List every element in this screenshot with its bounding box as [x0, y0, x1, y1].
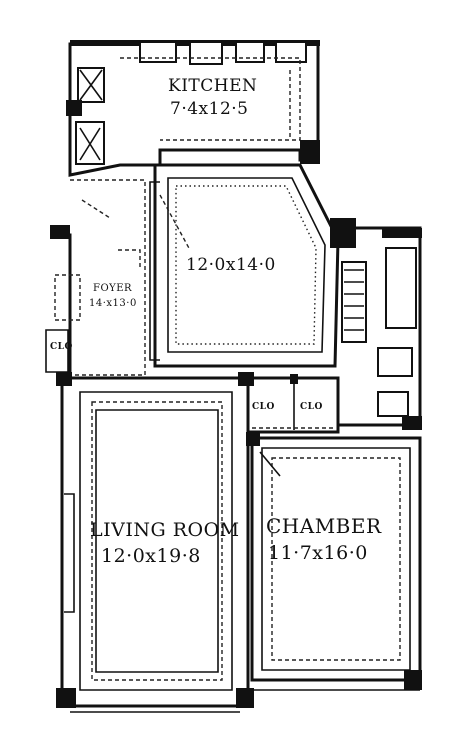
closet-label-right: CLO — [300, 402, 323, 412]
closets-area — [248, 374, 340, 434]
foyer-area — [45, 179, 146, 376]
kitchen-appliance-1 — [139, 41, 177, 63]
chamber-area — [246, 432, 422, 691]
living-room-area — [56, 372, 254, 713]
bath-basin — [377, 347, 413, 377]
living-room-label: LIVING ROOM — [90, 519, 240, 541]
bathroom-area — [338, 226, 422, 430]
chamber-label: CHAMBER — [266, 514, 382, 538]
kitchen-area — [66, 40, 320, 177]
bathtub — [385, 247, 417, 329]
closet-label-left: CLO — [50, 342, 73, 352]
bath-toilet — [377, 391, 409, 417]
bath-tile-panel — [341, 261, 367, 343]
living-room-dimensions: 12·0x19·8 — [101, 545, 201, 567]
foyer-label: FOYER — [93, 283, 133, 294]
chamber-dimensions: 11·7x16·0 — [268, 542, 368, 564]
kitchen-appliance-4 — [275, 41, 307, 63]
closet-label-middle: CLO — [252, 402, 275, 412]
dining-area — [149, 163, 356, 368]
foyer-dimensions: 14·x13·0 — [89, 298, 137, 309]
dining-dimensions: 12·0x14·0 — [186, 255, 276, 275]
kitchen-label: KITCHEN — [168, 76, 258, 96]
kitchen-appliance-3 — [235, 41, 265, 63]
kitchen-dimensions: 7·4x12·5 — [170, 99, 249, 119]
kitchen-appliance-2 — [189, 41, 223, 65]
